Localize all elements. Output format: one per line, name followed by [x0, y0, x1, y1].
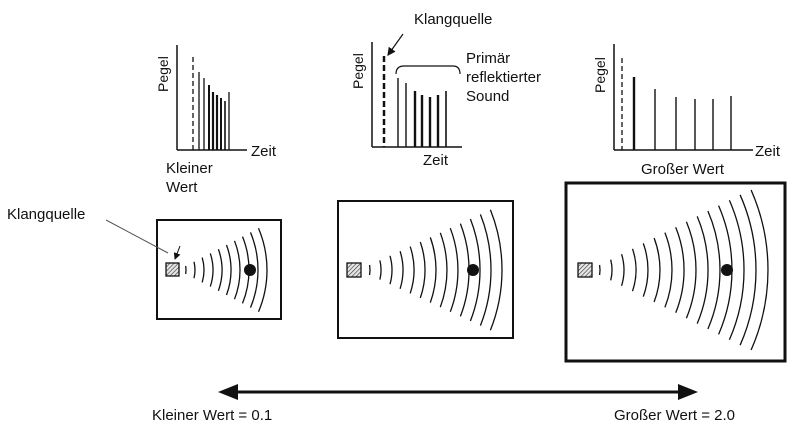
sound-source-icon [578, 263, 592, 277]
sound-source-icon [347, 263, 361, 277]
chart1-reflection-bars [199, 72, 229, 150]
chart2-source-label: Klangquelle [414, 10, 492, 29]
chart3-xlabel: Zeit [755, 142, 780, 161]
scale-arrow-left-head [218, 384, 238, 400]
chart3-ylabel: Pegel [592, 57, 608, 93]
chart1-caption: Kleiner Wert [166, 159, 226, 197]
chart3-reflection-bars [634, 77, 731, 150]
chart2-reflection-bars [398, 78, 446, 147]
chart2-reflection-label: Primär reflektierter Sound [466, 49, 546, 106]
chart-small-value [177, 45, 247, 150]
reflection-bracket [396, 66, 460, 74]
listener-dot [467, 264, 479, 276]
scale-left-label: Kleiner Wert = 0.1 [152, 406, 272, 425]
sound-source-icon [166, 263, 179, 276]
room-large [566, 183, 785, 361]
chart2-ylabel: Pegel [350, 53, 366, 89]
chart1-ylabel: Pegel [155, 56, 171, 92]
listener-dot [244, 264, 256, 276]
chart3-caption: Großer Wert [641, 160, 724, 179]
chart1-xlabel: Zeit [251, 142, 276, 161]
listener-dot [721, 264, 733, 276]
chart-large-value [614, 44, 753, 150]
room-source-label: Klangquelle [7, 205, 85, 224]
chart2-source-pointer [388, 34, 403, 55]
scale-arrow-right-head [678, 384, 698, 400]
chart2-xlabel: Zeit [423, 151, 448, 170]
scale-right-label: Großer Wert = 2.0 [614, 406, 735, 425]
chart-medium-value [372, 34, 462, 147]
